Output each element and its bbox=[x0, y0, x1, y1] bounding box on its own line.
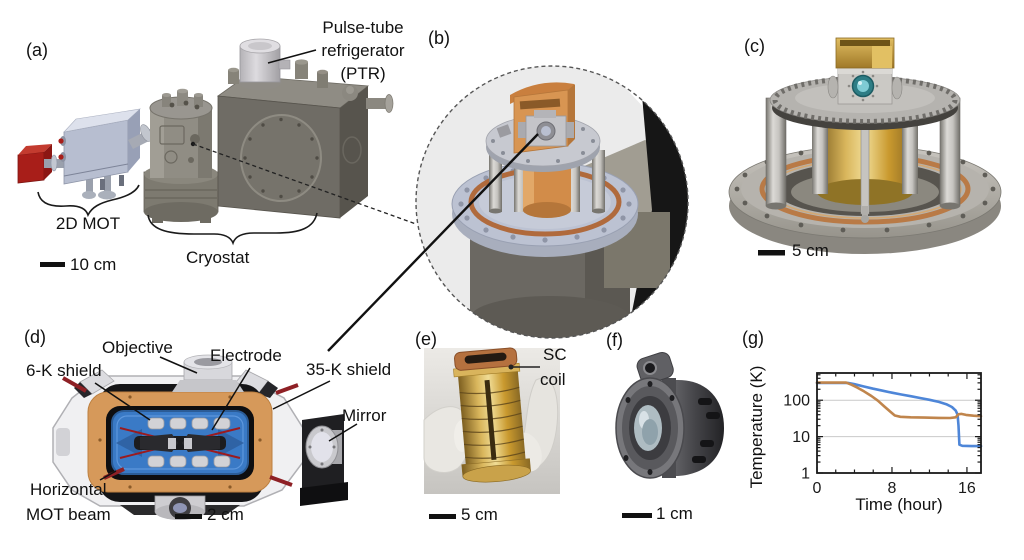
panel-f-photo bbox=[615, 351, 724, 518]
objective-label: Objective bbox=[102, 338, 173, 357]
bottom-viewport-lens bbox=[173, 503, 187, 513]
mirror-face bbox=[311, 432, 333, 462]
shield6-label: 6-K shield bbox=[26, 361, 102, 380]
scale-label-e: 5 cm bbox=[461, 505, 498, 524]
y-tick-label: 1 bbox=[801, 466, 810, 483]
panel-label-b: (b) bbox=[428, 28, 450, 48]
y-tick-label: 10 bbox=[792, 429, 810, 446]
panel-label-c: (c) bbox=[744, 36, 765, 56]
panel-d-pointer-line bbox=[327, 133, 539, 352]
panel-e-photo bbox=[423, 347, 560, 519]
temperature-chart: 0 8 16 1 10 100 bbox=[783, 372, 983, 497]
scalebar-a bbox=[40, 262, 65, 267]
brace-cryostat bbox=[147, 212, 318, 246]
x-tick-label: 0 bbox=[813, 480, 822, 497]
chart-ylabel: Temperature (K) bbox=[747, 365, 766, 489]
panel-label-a: (a) bbox=[26, 40, 48, 60]
scale-label-c: 5 cm bbox=[792, 241, 829, 260]
scalebar-d bbox=[175, 514, 202, 519]
panel-label-g: (g) bbox=[742, 328, 764, 348]
cryostat-label: Cryostat bbox=[186, 248, 250, 267]
axes-box bbox=[816, 372, 982, 474]
electrode-label: Electrode bbox=[210, 346, 282, 365]
mot-label: 2D MOT bbox=[55, 214, 121, 233]
horizontal-mot-label-line1: Horizontal bbox=[30, 480, 107, 499]
chart-xlabel: Time (hour) bbox=[855, 495, 943, 514]
zoom-dashed-connector bbox=[192, 143, 417, 225]
sc-coil-label-line1: SC bbox=[543, 345, 567, 364]
mirror-label: Mirror bbox=[342, 406, 387, 425]
inset-dashed-circle bbox=[415, 65, 689, 339]
panel-a-cryostat-render bbox=[17, 38, 394, 267]
series-orange bbox=[815, 381, 983, 420]
sc-coil-label-line2: coil bbox=[540, 370, 566, 389]
scalebar-c bbox=[758, 250, 785, 256]
source-oven-red-cube bbox=[17, 151, 45, 184]
shield35-label: 35-K shield bbox=[306, 360, 392, 379]
y-tick-label: 100 bbox=[783, 393, 810, 410]
brass-shield-cylinder bbox=[453, 347, 531, 483]
scale-label-f: 1 cm bbox=[656, 504, 693, 523]
panel-c-photo bbox=[728, 37, 1002, 256]
electrode-stack bbox=[147, 417, 231, 468]
brace-2d-mot bbox=[37, 184, 140, 218]
panel-label-d: (d) bbox=[24, 327, 46, 347]
panel-label-f: (f) bbox=[606, 330, 623, 350]
ptr-pointer-line bbox=[267, 49, 317, 64]
ptr-label: Pulse-tube refrigerator (PTR) bbox=[321, 18, 405, 83]
panel-label-e: (e) bbox=[415, 329, 437, 349]
scale-label-d: 2 cm bbox=[207, 505, 244, 524]
panel-d-cross-section bbox=[52, 354, 358, 520]
scalebar-f bbox=[622, 513, 652, 518]
panel-b-inset-render bbox=[415, 65, 689, 339]
pointer-lines-d bbox=[94, 356, 358, 481]
scale-label-a: 10 cm bbox=[70, 255, 117, 274]
series-blue bbox=[815, 381, 983, 448]
horizontal-mot-label-line2: MOT beam bbox=[26, 505, 111, 524]
scalebar-e bbox=[429, 514, 456, 519]
x-tick-label: 16 bbox=[958, 480, 976, 497]
x-tick-label: 8 bbox=[888, 480, 897, 497]
